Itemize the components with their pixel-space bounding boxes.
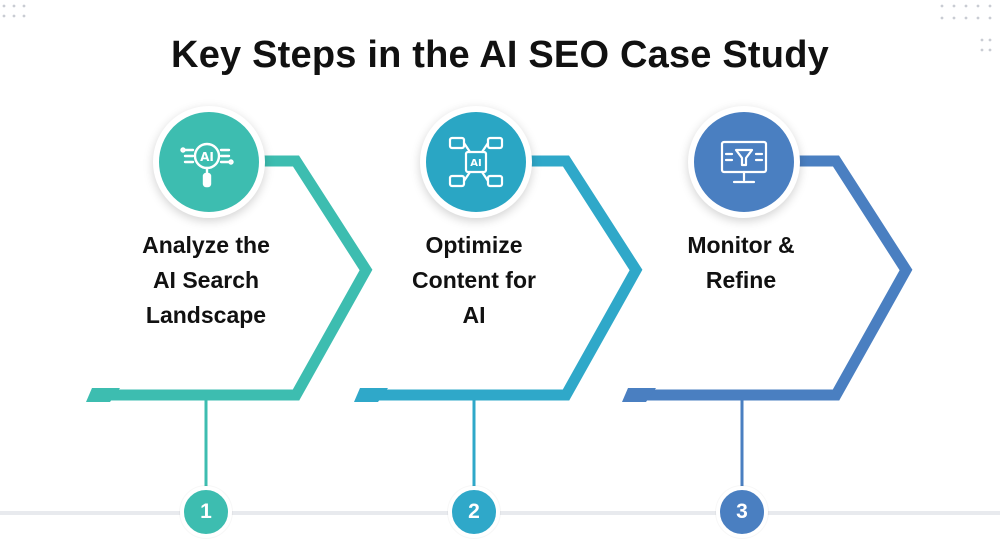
dot-grid-top-left: [2, 4, 26, 18]
step-1-icon-circle: AI: [153, 106, 265, 218]
step-1-number-badge: 1: [180, 486, 232, 538]
step-3-label: Monitor & Refine: [687, 232, 795, 293]
step-3-chevron: [622, 155, 913, 402]
monitor-funnel-icon: [720, 140, 768, 184]
step-2-number-badge: 2: [448, 486, 500, 538]
svg-text:AI: AI: [470, 158, 481, 169]
step-1-label: Analyze the AI Search Landscape: [142, 232, 270, 328]
dot-grid-top-right: [940, 4, 992, 52]
ai-content-chip-icon: AI: [448, 136, 504, 188]
step-2-label: Optimize Content for AI: [412, 232, 536, 328]
step-2-icon-circle: AI: [420, 106, 532, 218]
step-3-number-badge: 3: [716, 486, 768, 538]
step-3-icon-circle: [688, 106, 800, 218]
page-title: Key Steps in the AI SEO Case Study: [171, 34, 829, 76]
step-1-chevron: [86, 155, 373, 402]
step-2-chevron: [354, 155, 643, 402]
timeline-baseline: [0, 511, 1000, 515]
svg-text:AI: AI: [200, 150, 214, 164]
ai-magnifier-icon: AI: [180, 142, 234, 188]
